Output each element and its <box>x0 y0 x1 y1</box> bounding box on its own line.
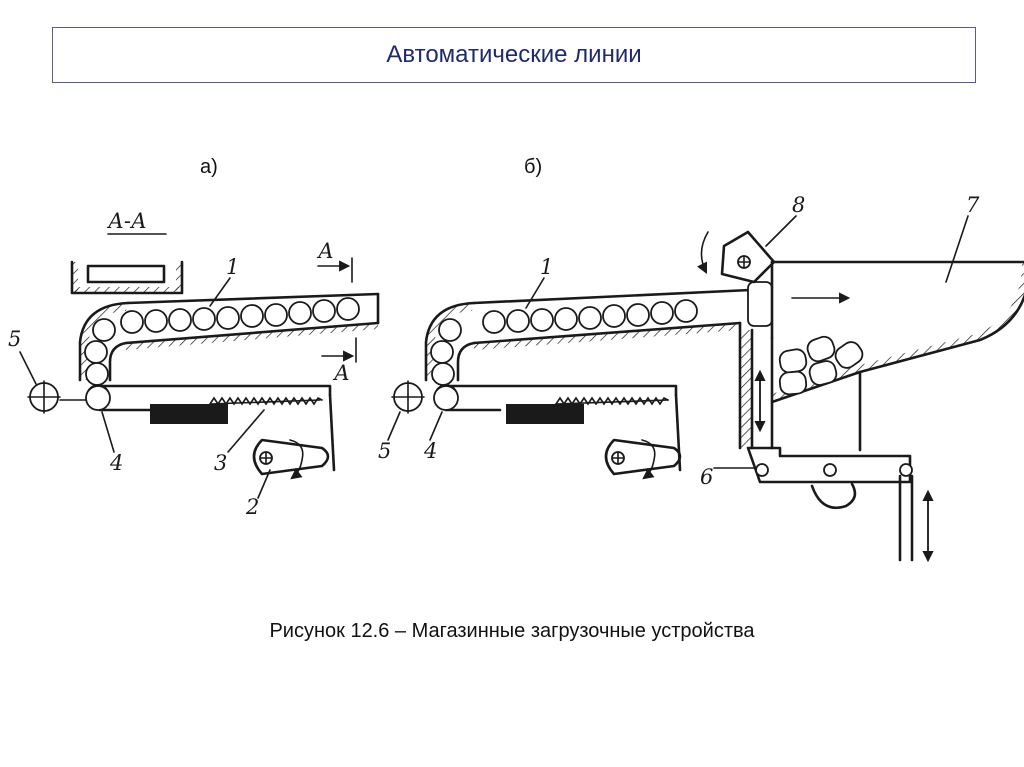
leader-b-7 <box>945 215 969 283</box>
slide-title: Автоматические линии <box>386 41 642 68</box>
subfigure-a-label: а) <box>200 156 218 178</box>
cut-mark-a <box>317 257 357 363</box>
subfigure-b-drawing: 1 4 5 6 7 8 <box>378 193 1024 563</box>
workpieces-a <box>84 297 360 408</box>
workpieces-hopper <box>778 335 864 396</box>
title-frame: Автоматические линии <box>52 27 976 83</box>
subfigure-b-label: б) <box>524 156 543 178</box>
elevator-tube <box>738 281 774 450</box>
section-label-a-a: А-А <box>106 209 147 233</box>
callout-b-6: 6 <box>700 465 713 489</box>
callout-a-5: 5 <box>8 327 21 351</box>
leader-b-5 <box>387 411 401 441</box>
callout-b-1: 1 <box>540 255 553 279</box>
leader-a-3 <box>227 409 265 453</box>
rollers-b <box>391 380 459 414</box>
pusher-a <box>98 384 336 472</box>
pusher-b <box>444 384 682 472</box>
subfigure-a-drawing: А-А А А 1 2 3 4 5 <box>8 209 380 519</box>
callout-b-5: 5 <box>378 439 391 463</box>
workpieces-b <box>430 299 698 408</box>
leader-b-1 <box>525 277 545 309</box>
agitator <box>696 230 776 284</box>
chute-a <box>78 292 380 382</box>
cut-label-lower: А <box>332 361 350 385</box>
chute-b <box>424 288 752 382</box>
section-a-a-profile <box>70 260 184 295</box>
leader-a-4 <box>101 411 115 453</box>
callout-a-4: 4 <box>109 451 123 475</box>
callout-b-7: 7 <box>966 193 980 217</box>
lift-linkage <box>746 446 934 563</box>
rollers-a <box>27 380 111 414</box>
callout-b-8: 8 <box>792 193 805 217</box>
callout-a-2: 2 <box>245 495 259 519</box>
cam-lever-a <box>252 438 330 480</box>
callout-a-1: 1 <box>226 255 239 279</box>
leader-b-8 <box>765 215 797 247</box>
callout-a-3: 3 <box>214 451 227 475</box>
leader-a-1 <box>209 277 231 307</box>
cam-lever-b <box>604 438 682 480</box>
leader-a-5 <box>19 351 37 385</box>
cut-label-upper: А <box>316 239 334 263</box>
figure-caption: Рисунок 12.6 – Магазинные загрузочные ус… <box>269 620 755 642</box>
callout-b-4: 4 <box>423 439 437 463</box>
leader-a-2 <box>257 469 271 499</box>
leader-b-4 <box>429 411 443 441</box>
